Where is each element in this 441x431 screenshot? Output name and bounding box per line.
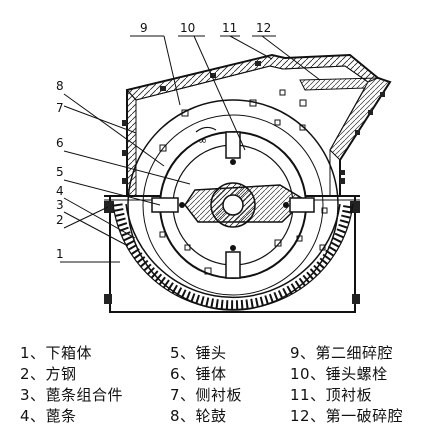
callout-9: 9 bbox=[140, 21, 148, 35]
feed-chute bbox=[299, 77, 391, 161]
rotation-mark: ∞ bbox=[198, 134, 207, 147]
hammer-body bbox=[184, 182, 307, 228]
callout-2: 2 bbox=[56, 213, 64, 227]
legend-item-1: 1、下箱体 bbox=[20, 344, 93, 362]
callout-5: 5 bbox=[56, 165, 64, 179]
callout-8: 8 bbox=[56, 79, 64, 93]
callout-3: 3 bbox=[56, 198, 64, 212]
top-liner-plate bbox=[126, 54, 379, 101]
legend-item-8: 8、轮鼓 bbox=[170, 407, 227, 425]
crushing-chamber bbox=[127, 99, 339, 311]
callout-12: 12 bbox=[256, 21, 271, 35]
legend-item-2: 2、方钢 bbox=[20, 365, 77, 383]
legend-item-11: 11、顶衬板 bbox=[290, 386, 373, 404]
square-steel-left bbox=[104, 201, 114, 213]
callout-7: 7 bbox=[56, 101, 64, 115]
rotation-arrow bbox=[195, 126, 217, 133]
callout-10: 10 bbox=[180, 21, 195, 35]
base-flange bbox=[104, 294, 360, 304]
hammer-heads bbox=[151, 131, 315, 279]
square-steel-right bbox=[350, 201, 360, 213]
legend-item-10: 10、锤头螺栓 bbox=[290, 365, 388, 383]
legend-item-3: 3、蓖条组合件 bbox=[20, 386, 124, 404]
callout-1: 1 bbox=[56, 247, 64, 261]
callout-6: 6 bbox=[56, 136, 64, 150]
hammer-sweep-circle bbox=[142, 114, 324, 296]
callout-4: 4 bbox=[56, 184, 64, 198]
hammer-bolts bbox=[179, 159, 289, 251]
legend-item-6: 6、锤体 bbox=[170, 365, 227, 383]
parts-legend: 1、下箱体 2、方钢 3、蓖条组合件 4、蓖条 5、锤头 6、锤体 7、侧衬板 … bbox=[0, 334, 441, 431]
callout-11: 11 bbox=[222, 21, 237, 35]
material-particles bbox=[159, 89, 328, 275]
legend-item-7: 7、侧衬板 bbox=[170, 386, 243, 404]
legend-item-4: 4、蓖条 bbox=[20, 407, 77, 425]
grate-bars-arc bbox=[113, 203, 353, 310]
legend-item-9: 9、第二细碎腔 bbox=[290, 344, 394, 362]
grate-assembly-inner-arc bbox=[125, 203, 341, 299]
legend-item-5: 5、锤头 bbox=[170, 344, 227, 362]
legend-item-12: 12、第一破碎腔 bbox=[290, 407, 404, 425]
leader-lines bbox=[60, 35, 321, 263]
housing-bolts bbox=[122, 61, 385, 184]
